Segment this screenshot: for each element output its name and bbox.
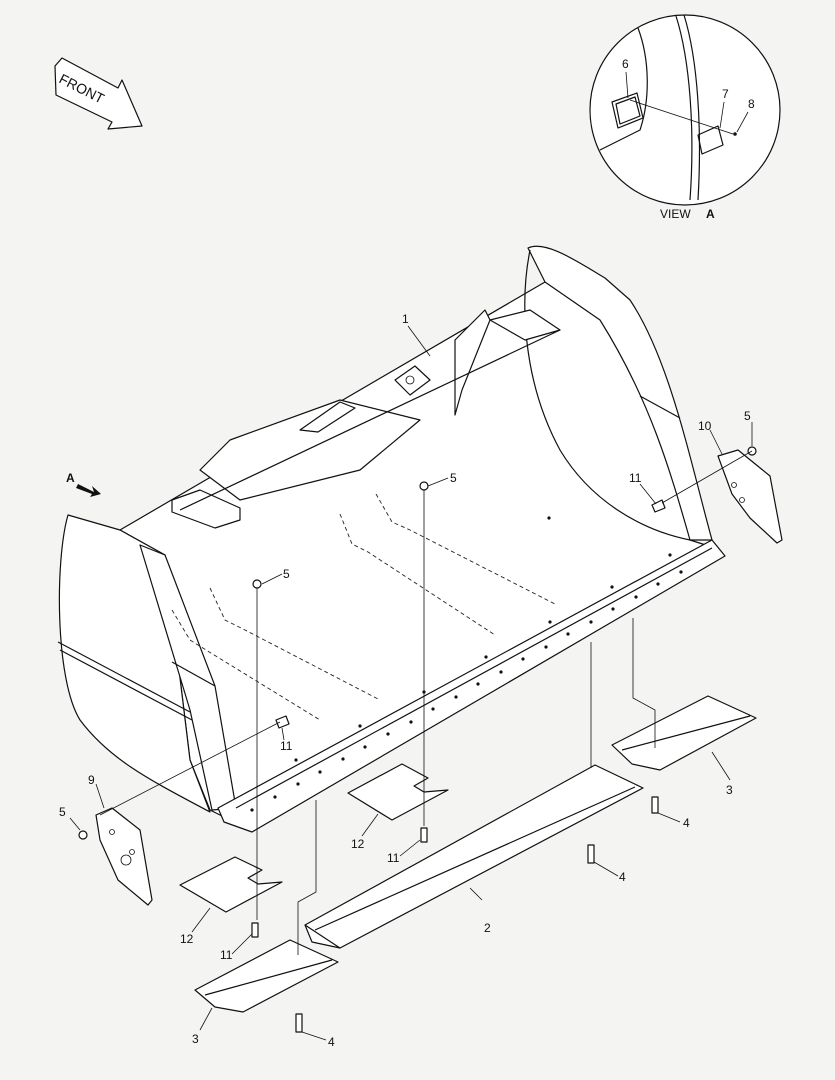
cutting-edge-right: [611, 695, 757, 771]
label-bolt11-upper-left: 11: [280, 739, 293, 753]
view-letter: A: [706, 207, 715, 221]
label-bolt11-center: 11: [387, 851, 400, 865]
label-bolt11-right: 11: [629, 471, 642, 485]
label-side-cutter-right: 10: [698, 419, 712, 433]
view-a-inset: 6 7 8: [589, 14, 781, 206]
label-bolt-right: 4: [683, 816, 690, 830]
inset-label-8: 8: [748, 97, 755, 111]
leader-lines: [69, 325, 753, 1041]
part-labels: 1 2 3 3 4 4 4 5 5 5 5 9 10 11 11 11 11 1…: [59, 312, 751, 1049]
plate-12-left: [179, 856, 283, 913]
label-nut-center: 5: [450, 471, 457, 485]
label-cutting-edge-left: 3: [192, 1032, 199, 1046]
label-nut-upper-right: 5: [744, 409, 751, 423]
side-cutter-right: [717, 449, 783, 544]
side-cutter-left: [95, 807, 153, 906]
callout-a-label: A: [66, 471, 75, 485]
label-bucket: 1: [402, 312, 409, 326]
label-bolt-left: 4: [328, 1035, 335, 1049]
cutting-edge-center: [304, 764, 644, 949]
label-bolt-center: 4: [619, 870, 626, 884]
label-plate12-center: 12: [351, 837, 365, 851]
label-nut-left: 5: [283, 567, 290, 581]
bucket-body: [57, 245, 726, 833]
label-bolt11-lower-left: 11: [220, 948, 233, 962]
inset-label-6: 6: [622, 57, 629, 71]
callout-a-arrow: [76, 484, 101, 497]
label-side-cutter-left: 9: [88, 773, 95, 787]
label-nut-lower-left: 5: [59, 805, 66, 819]
inset-label-7: 7: [722, 87, 729, 101]
view-label: VIEW: [660, 207, 691, 221]
plate-12-center: [347, 763, 449, 821]
front-arrow: FRONT: [54, 57, 143, 130]
nut-hardware: [78, 446, 757, 1033]
label-cutting-edge-right: 3: [726, 783, 733, 797]
cutting-edge-left: [194, 939, 339, 1013]
label-plate12-left: 12: [180, 932, 194, 946]
label-cutting-edge-center: 2: [484, 921, 491, 935]
assembly-lines: [99, 450, 753, 955]
lip-holes: [250, 516, 683, 812]
